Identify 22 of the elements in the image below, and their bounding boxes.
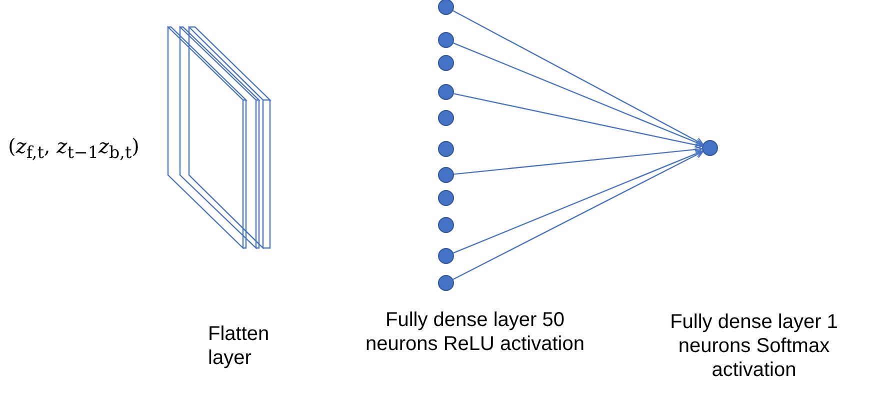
neuron-circle (438, 141, 454, 157)
neuron-circle (438, 84, 454, 100)
arrow (454, 93, 703, 149)
neuron-circle (438, 0, 454, 15)
arrow (453, 42, 704, 146)
neuron-circle (438, 167, 454, 183)
layer-caption: Flatten layer (208, 322, 270, 370)
neuron-circle (438, 110, 454, 126)
layer-caption: Fully dense layer 50 neurons ReLU activation (364, 308, 586, 356)
neuron-circle (438, 32, 454, 48)
neuron-circle (438, 275, 454, 291)
input-formula: (z$_{f,t}$, z$_{t−1}$z$_{b,t}$) (8, 134, 140, 164)
neuron-circle (702, 140, 718, 156)
neuron-circle (438, 217, 454, 233)
neuron-circle (438, 248, 454, 264)
neuron-circle (438, 190, 454, 206)
layer-caption: Fully dense layer 1 neurons Softmax activation (669, 310, 839, 382)
neuron-circle (438, 55, 454, 71)
arrow (452, 151, 704, 280)
arrow (453, 150, 704, 254)
arrow (454, 146, 703, 175)
arrow (452, 10, 704, 145)
